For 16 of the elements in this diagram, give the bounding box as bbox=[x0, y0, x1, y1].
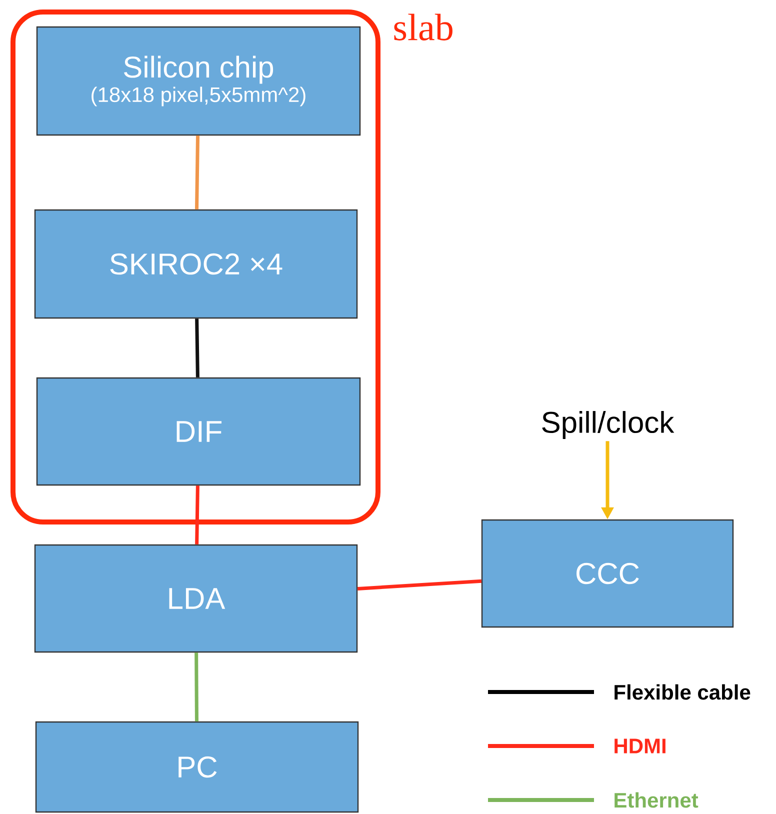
component-box: SKIROC2 ×4 bbox=[34, 209, 358, 319]
connector-line bbox=[194, 652, 198, 722]
signal-label: Spill/clock bbox=[542, 411, 674, 439]
connector-line bbox=[358, 579, 482, 590]
component-box: DIF bbox=[36, 377, 361, 486]
connector-line bbox=[195, 136, 200, 210]
component-box: PC bbox=[35, 721, 359, 813]
legend-text: HDMI bbox=[614, 738, 666, 754]
component-box: Silicon chip (18x18 pixel,5x5mm^2) bbox=[36, 26, 361, 136]
legend-text: Ethernet bbox=[614, 792, 698, 808]
legend-text: Flexible cable bbox=[614, 684, 750, 700]
component-box: LDA bbox=[34, 544, 358, 653]
connector-line bbox=[195, 318, 200, 378]
node-label: slab bbox=[394, 14, 452, 40]
connector-line bbox=[195, 486, 200, 544]
component-box: CCC bbox=[481, 519, 734, 628]
